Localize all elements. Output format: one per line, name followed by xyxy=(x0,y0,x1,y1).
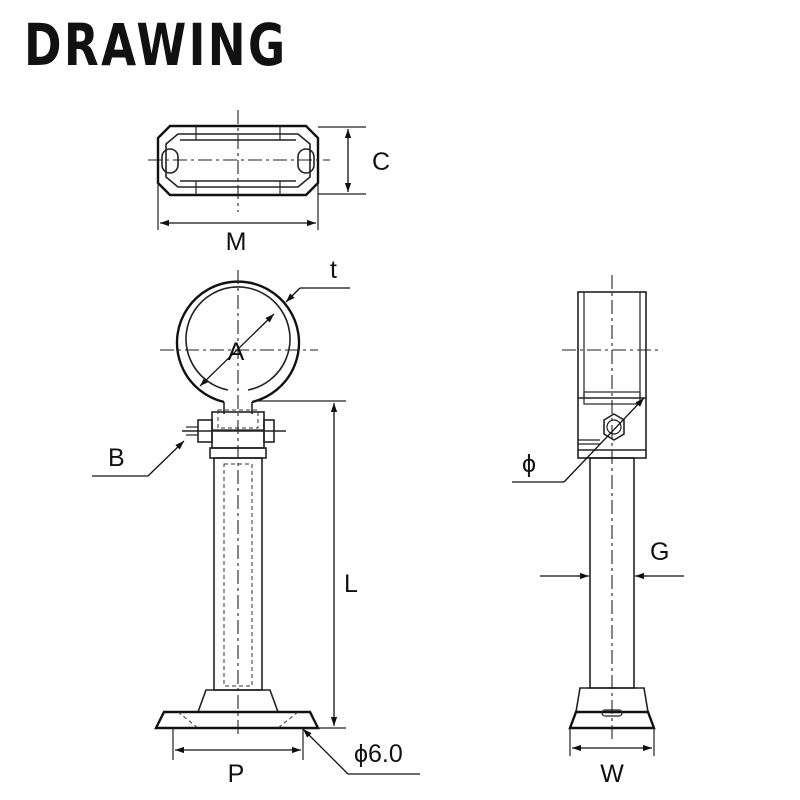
leader-phi6: ϕ6.0 xyxy=(302,728,420,775)
dim-label-g: G xyxy=(650,538,669,566)
label-b: B xyxy=(108,444,125,472)
dimension-m: M xyxy=(157,183,319,256)
drawing-title: DRAWING xyxy=(24,11,288,79)
dim-label-a: A xyxy=(228,338,245,366)
dim-label-m: M xyxy=(226,228,247,256)
dim-label-c: C xyxy=(372,148,390,176)
dim-label-t: t xyxy=(330,256,337,284)
leader-phi: ϕ xyxy=(512,397,645,483)
dim-label-w: W xyxy=(600,760,624,788)
dimension-a: A xyxy=(199,313,275,387)
label-phi: ϕ xyxy=(522,450,536,478)
dim-label-l: L xyxy=(344,570,358,598)
label-phi6: ϕ6.0 xyxy=(354,740,403,768)
top-view xyxy=(148,110,330,212)
dimension-w: W xyxy=(569,728,655,788)
dimension-c: C xyxy=(318,126,390,195)
dimension-t: t xyxy=(285,256,350,303)
dimension-g: G xyxy=(540,538,684,580)
side-view xyxy=(562,275,662,740)
dimension-l: L xyxy=(256,400,358,729)
leader-b: B xyxy=(92,440,185,477)
dimension-p: P xyxy=(172,728,304,788)
dim-label-p: P xyxy=(228,760,245,788)
